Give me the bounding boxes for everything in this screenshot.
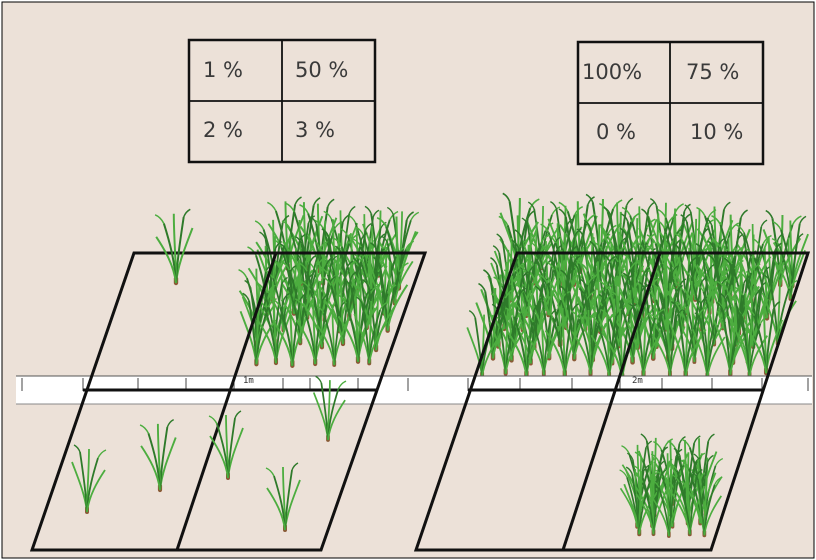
left-cell-top-right: 50 %	[295, 58, 348, 82]
tape-label-left: 1m	[243, 376, 254, 386]
right-cell-bottom-left: 0 %	[596, 120, 636, 144]
left-cell-bottom-right: 3 %	[295, 118, 335, 142]
left-quadrat-vdivider	[175, 252, 278, 551]
left-cell-top-left: 1 %	[203, 58, 243, 82]
tape-label-right: 2m	[632, 376, 643, 386]
left-cover-table: 1 % 50 % 2 % 3 %	[187, 38, 377, 164]
right-cell-top-right: 75 %	[686, 60, 739, 84]
right-cover-table: 100% 75 % 0 % 10 %	[576, 40, 765, 166]
right-quadrat-outline	[413, 251, 811, 552]
right-quadrat-vdivider	[561, 252, 662, 551]
left-quadrat-grid	[29, 251, 428, 552]
right-quadrat-grid	[413, 251, 811, 552]
left-quadrat-outline	[29, 251, 428, 552]
left-cell-bottom-left: 2 %	[203, 118, 243, 142]
right-cell-bottom-right: 10 %	[690, 120, 743, 144]
right-cell-top-left: 100%	[582, 60, 642, 84]
